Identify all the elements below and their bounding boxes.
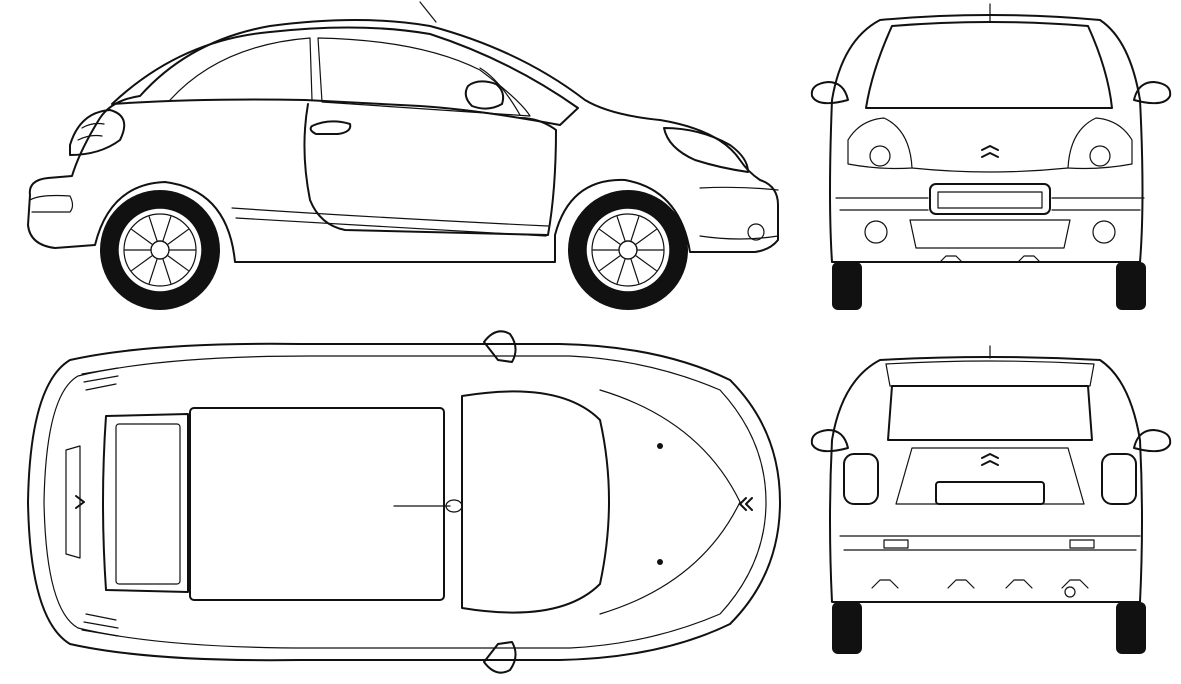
rear-left-lamp — [843, 453, 879, 505]
front-right-tyre — [1116, 262, 1146, 310]
rear-left-tyre — [832, 602, 862, 654]
side-mirror — [464, 80, 505, 110]
top-roof-panel — [189, 407, 445, 601]
top-right-mirror — [483, 641, 517, 674]
door-handle — [309, 120, 352, 135]
front-left-mirror — [810, 81, 849, 105]
front-left-tyre — [832, 262, 862, 310]
car-top-view — [27, 330, 781, 674]
rear-left-mirror — [810, 429, 849, 453]
rear-body-outline — [829, 356, 1143, 603]
rear-license-plate — [935, 481, 1045, 505]
side-door — [303, 103, 557, 236]
car-rear-view — [810, 345, 1172, 654]
front-right-mirror — [1133, 81, 1172, 105]
top-windscreen — [461, 390, 610, 614]
side-window-frame — [111, 26, 579, 126]
rear-chevron-logo — [981, 453, 999, 466]
top-left-mirror — [483, 330, 517, 363]
car-front-view — [810, 3, 1172, 310]
front-chevron-logo — [981, 145, 999, 158]
top-body-outline — [27, 342, 781, 662]
side-headlamp — [663, 127, 749, 173]
top-rear-window — [102, 413, 189, 593]
side-rear-lamp — [69, 109, 126, 156]
rear-right-mirror — [1133, 429, 1172, 453]
rear-window — [887, 385, 1093, 441]
front-license-plate — [929, 183, 1051, 215]
front-body-outline — [829, 14, 1144, 263]
side-front-wheel — [568, 190, 688, 310]
car-side-view — [27, 1, 779, 310]
front-windscreen — [865, 21, 1113, 109]
side-rear-wheel — [100, 190, 220, 310]
side-body-outline — [27, 19, 779, 263]
rear-right-tyre — [1116, 602, 1146, 654]
rear-right-lamp — [1101, 453, 1137, 505]
